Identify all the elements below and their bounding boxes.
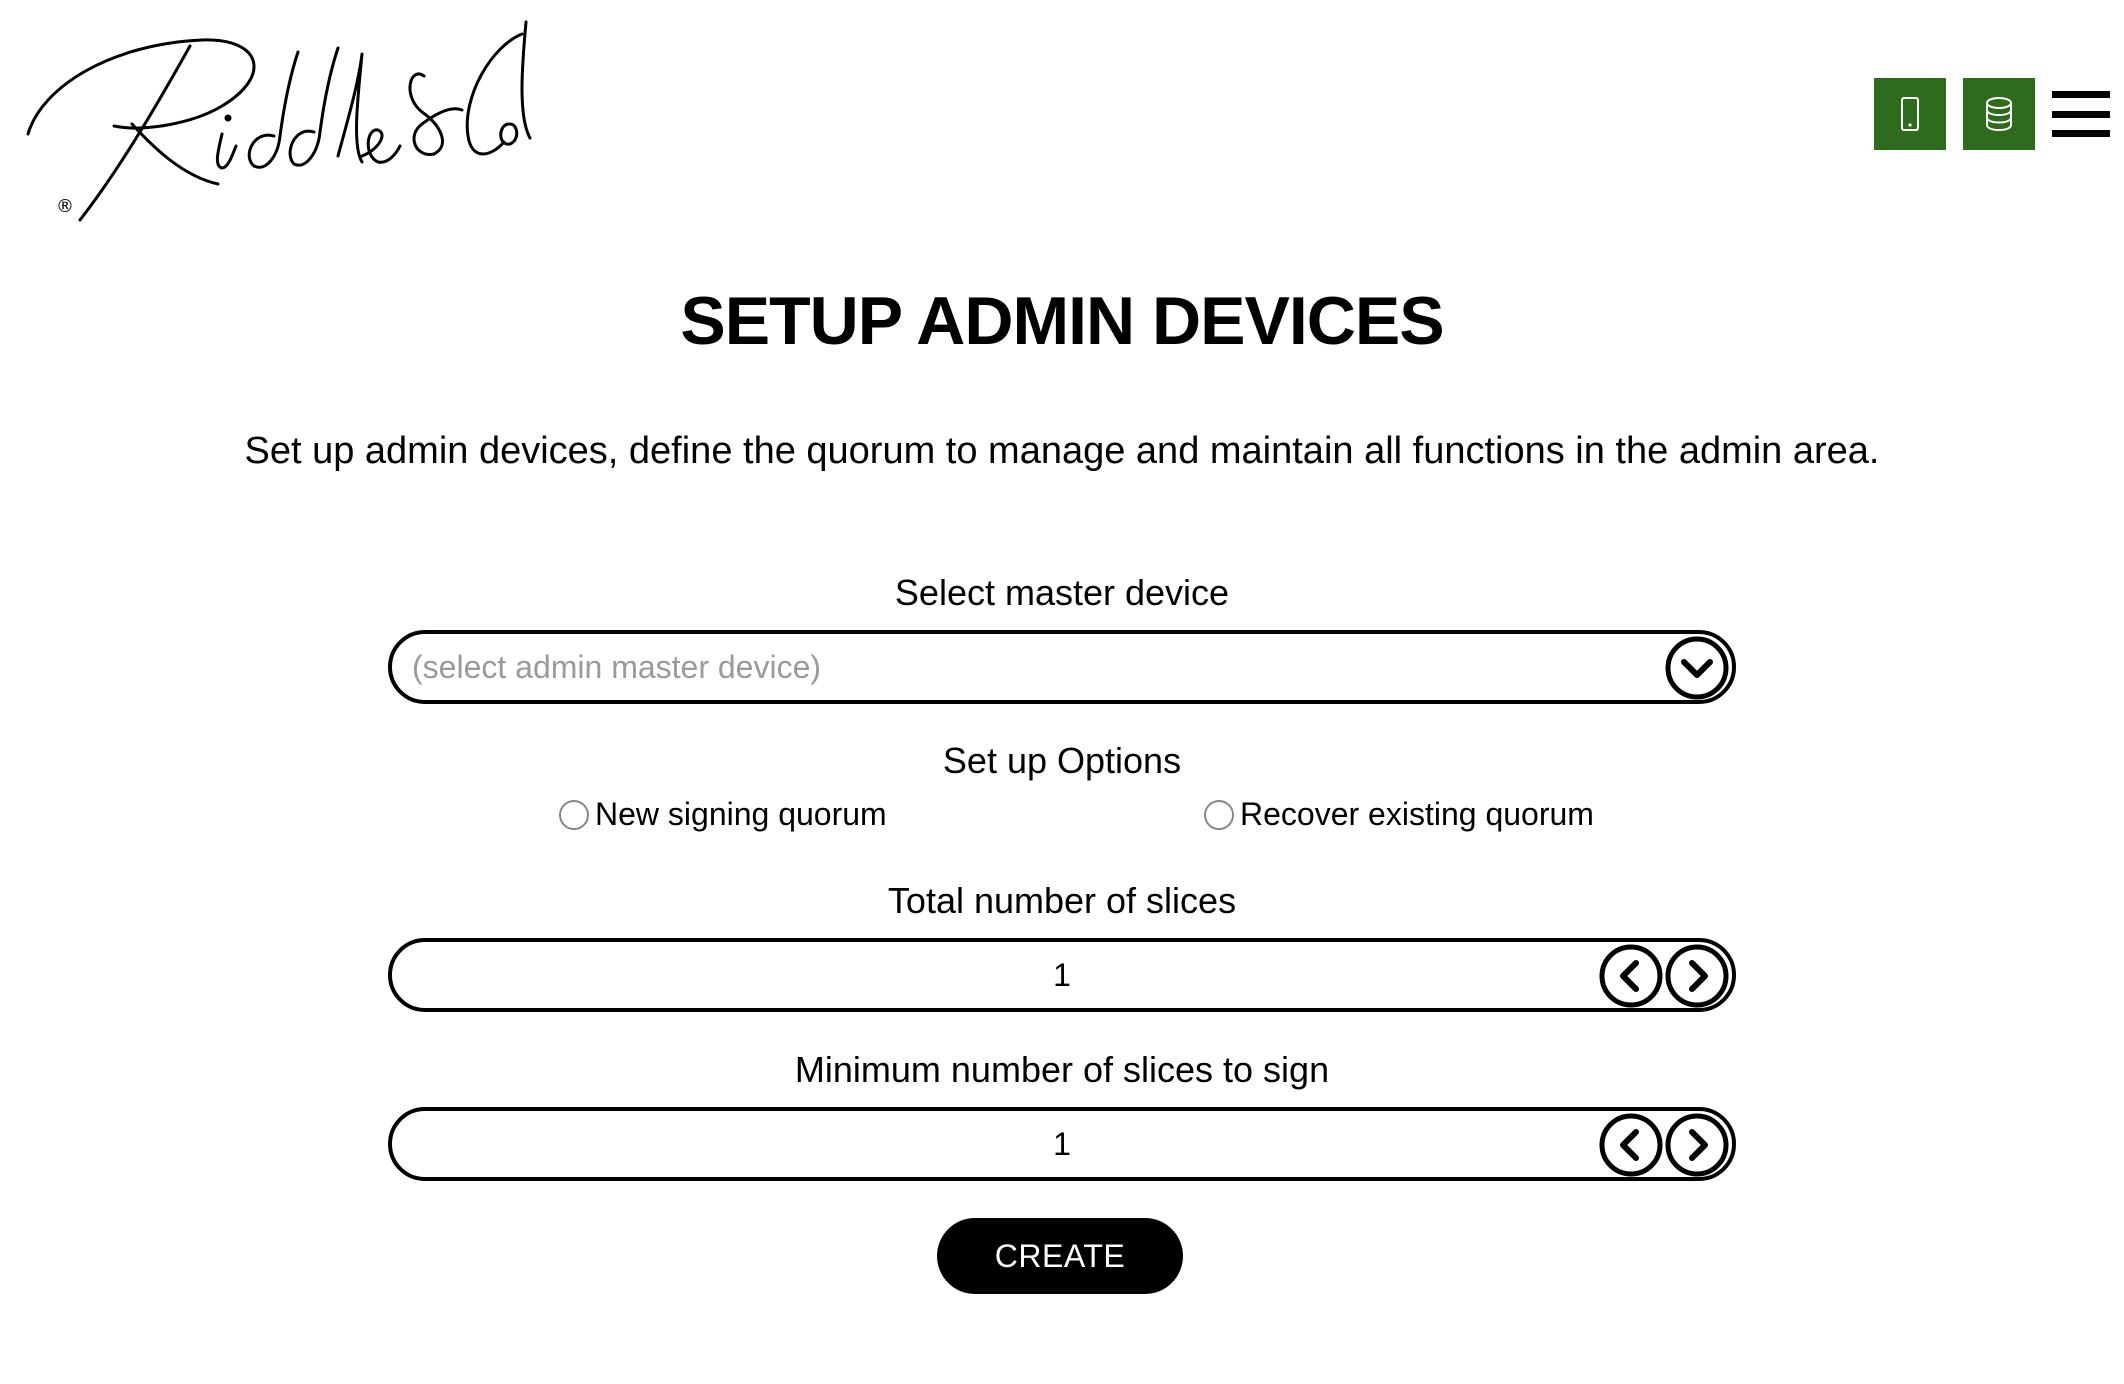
top-actions <box>1874 78 2110 150</box>
min-slices-controls <box>1598 1112 1730 1178</box>
setup-options-group: New signing quorum Recover existing quor… <box>0 796 2124 840</box>
chevron-left-icon[interactable] <box>1598 1112 1664 1178</box>
chevron-right-icon[interactable] <box>1664 943 1730 1009</box>
total-slices-controls <box>1598 943 1730 1009</box>
master-device-select[interactable]: (select admin master device) <box>388 630 1736 704</box>
setup-options-label: Set up Options <box>942 740 1182 781</box>
mobile-device-icon <box>1901 97 1919 131</box>
radio-recover-existing-quorum[interactable]: Recover existing quorum <box>1204 796 1594 833</box>
radio-label: Recover existing quorum <box>1240 796 1594 832</box>
total-slices-value: 1 <box>1053 956 1071 993</box>
min-slices-label: Minimum number of slices to sign <box>794 1049 1330 1090</box>
chevron-down-icon[interactable] <box>1664 635 1730 701</box>
total-slices-stepper[interactable]: 1 <box>388 938 1736 1012</box>
hamburger-menu-icon[interactable] <box>2052 85 2110 143</box>
mobile-device-button[interactable] <box>1874 78 1946 150</box>
database-icon <box>1986 97 2012 132</box>
create-button[interactable]: CREATE <box>937 1218 1183 1294</box>
menu-bar <box>2052 110 2110 118</box>
page-title: SETUP ADMIN DEVICES <box>680 283 1444 359</box>
radio-label: New signing quorum <box>595 796 887 832</box>
menu-bar <box>2052 91 2110 98</box>
chevron-left-icon[interactable] <box>1598 943 1664 1009</box>
chevron-right-icon[interactable] <box>1664 1112 1730 1178</box>
master-device-label: Select master device <box>894 572 1230 613</box>
page-description: Set up admin devices, define the quorum … <box>244 430 1880 472</box>
svg-text:®: ® <box>56 196 74 217</box>
radio-button[interactable] <box>1204 799 1234 830</box>
radio-button[interactable] <box>559 799 589 830</box>
min-slices-stepper[interactable]: 1 <box>388 1107 1736 1181</box>
radio-new-signing-quorum[interactable]: New signing quorum <box>559 796 887 833</box>
database-button[interactable] <box>1963 78 2035 150</box>
min-slices-value: 1 <box>1053 1125 1071 1162</box>
total-slices-label: Total number of slices <box>887 880 1237 921</box>
master-device-placeholder: (select admin master device) <box>412 648 822 685</box>
menu-bar <box>2052 130 2110 137</box>
riddle-and-code-logo[interactable]: ® <box>22 6 542 226</box>
